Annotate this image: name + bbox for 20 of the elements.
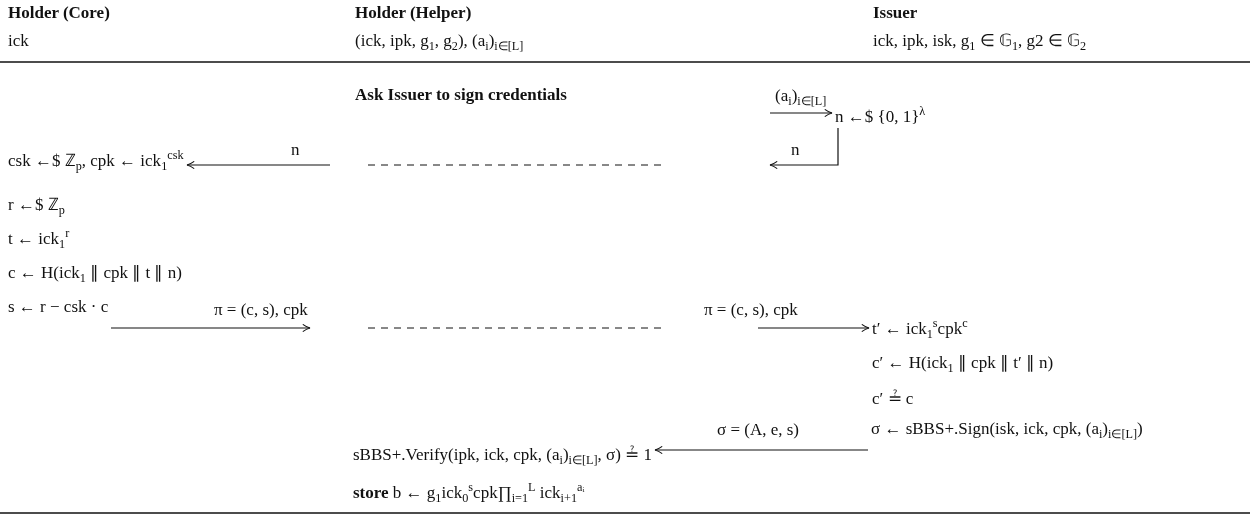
formula-text: (ick, ipk, g$_{1}$, g$_{2}$), (a$_{i}$)$_{i∈[L]}$ [355, 30, 524, 52]
computation-step: s ← r − csk · c [5, 296, 112, 318]
edge-label: (a$_{i}$)$_{i∈[L]}$ [774, 86, 828, 106]
computation-step: t′ ← ick$_{1}$$^{s}$cpk$^{c}$ [869, 318, 971, 340]
formula-text: ick [8, 30, 29, 52]
formula-text: c′ ≟ c [872, 388, 914, 410]
edge-label: π = (c, s), cpk [213, 300, 309, 320]
formula-text: c ← H(ick$_{1}$ ∥ cpk ∥ t ∥ n) [8, 262, 182, 284]
heading-text: Issuer [873, 2, 918, 24]
heading-text: Holder (Core) [8, 2, 110, 24]
formula-text: c′ ← H(ick$_{1}$ ∥ cpk ∥ t′ ∥ n) [872, 352, 1054, 374]
edge-label: σ = (A, e, s) [716, 420, 800, 440]
formula-text: ick, ipk, isk, g$_{1}$ ∈ 𝔾$_{1}$, g2 ∈ 𝔾$_{2}$ [873, 30, 1087, 52]
edge-label: π = (c, s), cpk [703, 300, 799, 320]
formula-text: r ←$ ℤ$_{p}$ [8, 194, 65, 216]
heading-text: Ask Issuer to sign credentials [355, 84, 567, 106]
computation-step: sBBS+.Verify(ipk, ick, cpk, (a$_{i}$)$_{i∈[L]}$, σ) ≟ 1 [350, 444, 655, 466]
computation-step: σ ← sBBS+.Sign(isk, ick, cpk, (a$_{i}$)$_{i∈[L]}$) [868, 418, 1146, 440]
computation-step: n ←$ {0, 1}$^{λ}$ [832, 106, 929, 128]
heading-text: Holder (Helper) [355, 2, 472, 24]
